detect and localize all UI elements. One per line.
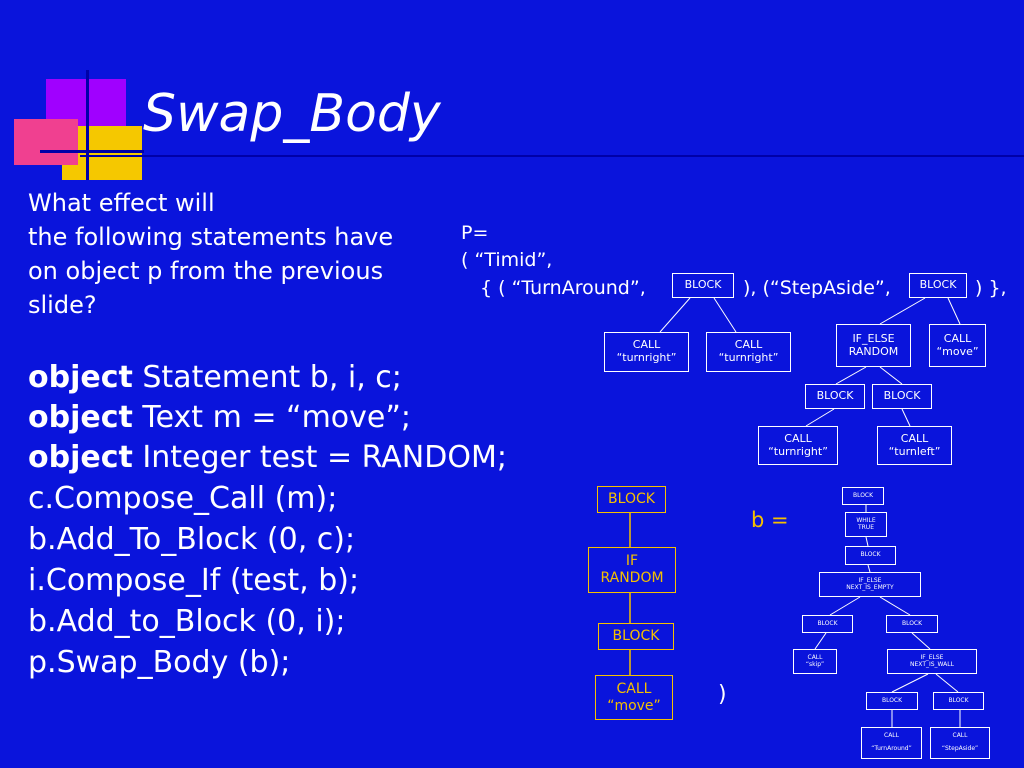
b-while-true: WHILE TRUE [845,512,887,537]
deco-pink-square [14,119,78,165]
b-call-skip: CALL “skip” [793,649,837,674]
b-block-2: BLOCK [845,546,896,565]
code-keyword: object [28,360,133,395]
code-text: b.Add_To_Block (0, c); [28,522,356,557]
p-turnaround-text: { ( “TurnAround”, [480,277,646,299]
p-block-if-false: BLOCK [872,384,932,409]
c-tree-block-1: BLOCK [597,486,666,513]
slide-title: Swap_Body [143,84,441,144]
b-if-else-next-is-empty: IF_ELSE NEXT_IS_EMPTY [819,572,921,597]
code-line-5: b.Add_To_Block (0, c); [28,520,355,560]
b-block-1: BLOCK [842,487,884,505]
code-text: Text m = “move”; [132,400,412,435]
p-call-move: CALL “move” [929,324,986,367]
code-line-7: b.Add_to_Block (0, i); [28,602,345,642]
code-text: b.Add_to_Block (0, i); [28,604,346,639]
b-block-4: BLOCK [886,615,938,633]
p-call-turnright-2: CALL “turnright” [706,332,791,372]
c-tree-if-random: IF RANDOM [588,547,676,593]
deco-vertical-line [86,70,89,180]
p-label: P= [461,222,489,244]
code-line-8: p.Swap_Body (b); [28,643,290,683]
code-line-1: object Statement b, i, c; [28,358,402,398]
code-text: p.Swap_Body (b); [28,645,291,680]
code-line-4: c.Compose_Call (m); [28,479,337,519]
p-block-turnaround: BLOCK [672,273,734,298]
b-label: b = [751,508,789,532]
code-line-6: i.Compose_If (test, b); [28,561,359,601]
deco-horizontal-line [40,150,144,153]
p-call-turnright-1: CALL “turnright” [604,332,689,372]
title-underline [80,155,1024,157]
p-call-turnleft: CALL “turnleft” [877,426,952,465]
b-call-stepaside: CALL “StepAside” [930,727,990,759]
b-call-turnaround: CALL “TurnAround” [861,727,922,759]
code-line-2: object Text m = “move”; [28,398,411,438]
p-call-turnright-3: CALL “turnright” [758,426,838,465]
p-block-stepaside: BLOCK [909,273,967,298]
p-block-if-true: BLOCK [805,384,865,409]
code-text: Statement b, i, c; [132,360,402,395]
b-block-5: BLOCK [866,692,918,710]
question-text: What effect will the following statement… [28,189,394,319]
code-keyword: object [28,400,133,435]
p-stepaside-text: ), (“StepAside”, [743,277,891,299]
code-keyword: object [28,440,133,475]
p-close-text: ) }, [975,277,1007,299]
c-tree-block-2: BLOCK [598,623,674,650]
c-tree-call-move: CALL “move” [595,675,673,720]
code-text: Integer test = RANDOM; [132,440,507,475]
p-timid-line: ( “Timid”, [461,249,553,271]
b-block-3: BLOCK [802,615,853,633]
b-block-6: BLOCK [933,692,984,710]
code-line-3: object Integer test = RANDOM; [28,438,507,478]
b-close-paren: ) [718,682,727,707]
code-text: c.Compose_Call (m); [28,481,338,516]
code-text: i.Compose_If (test, b); [28,563,360,598]
p-if-else-random: IF_ELSE RANDOM [836,324,911,367]
b-if-else-next-is-wall: IF_ELSE NEXT_IS_WALL [887,649,977,674]
